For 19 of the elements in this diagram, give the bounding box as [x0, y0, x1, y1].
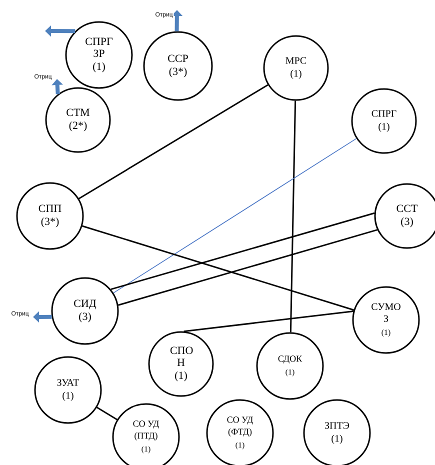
circle-node: ССР (3*): [143, 31, 213, 101]
circle-node: СТМ (2*): [45, 87, 111, 153]
connector-line: [184, 310, 354, 332]
circle-node: СПРГ (1): [351, 88, 417, 154]
circle-node: СИД (3): [51, 277, 119, 345]
circle-node: СУМО З (1): [352, 286, 420, 354]
connector-line: [113, 138, 357, 294]
circle-node: СПО Н (1): [148, 331, 214, 397]
connector-line: [82, 225, 354, 311]
circle-node: СДОК (1): [256, 332, 324, 400]
circle-node: ЗУАТ (1): [34, 356, 102, 424]
connector-line: [96, 406, 118, 420]
circle-node: СПРГ ЗР (1): [65, 21, 133, 89]
circle-node: МРС (1): [263, 35, 329, 101]
connector-line: [110, 212, 375, 290]
connector-line: [290, 100, 296, 332]
connector-line: [118, 229, 378, 306]
circle-node: СПП (3*): [16, 182, 84, 250]
connector-line: [78, 84, 268, 200]
